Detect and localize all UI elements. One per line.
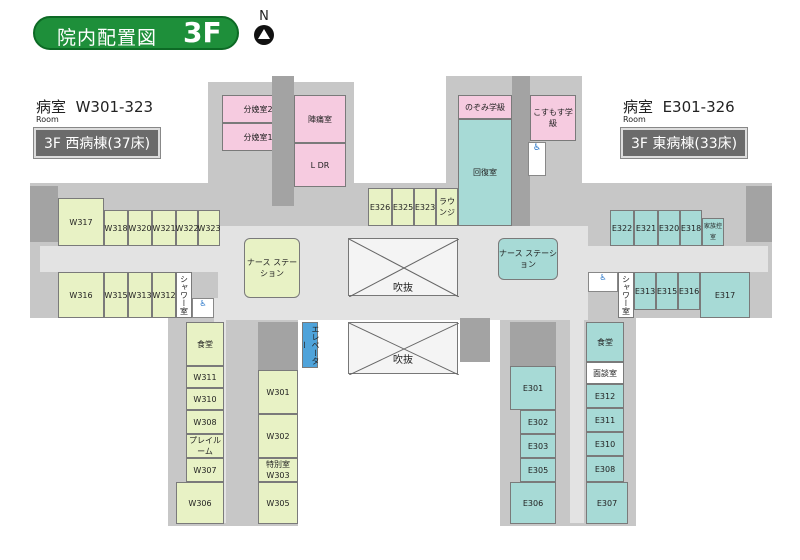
kosumosu-class: こすもす学級 bbox=[530, 95, 576, 141]
north-arrow-icon bbox=[254, 25, 274, 45]
room-w305: W305 bbox=[258, 482, 298, 524]
atrium-south-cross bbox=[349, 323, 459, 375]
room-e318: E318 bbox=[680, 210, 702, 246]
room-e315: E315 bbox=[656, 272, 678, 310]
east-room-word: 病室 bbox=[623, 98, 654, 116]
room-e320: E320 bbox=[658, 210, 680, 246]
room-w322: W322 bbox=[175, 210, 199, 246]
room-e303: E303 bbox=[520, 434, 556, 458]
room-e313: E313 bbox=[634, 272, 656, 310]
north-indicator: N bbox=[253, 10, 275, 50]
restroom-icon: ♿ bbox=[532, 143, 542, 153]
atrium-north-label: 吹抜 bbox=[393, 283, 413, 294]
playroom: プレイルーム bbox=[186, 434, 224, 458]
atrium-south-label: 吹抜 bbox=[393, 355, 413, 366]
atrium-north: 吹抜 bbox=[348, 238, 459, 297]
room-w303: W303 bbox=[266, 471, 290, 480]
east-room-en: Room bbox=[623, 115, 646, 124]
atrium-south: 吹抜 bbox=[348, 322, 459, 375]
room-w316: W316 bbox=[58, 272, 104, 318]
room-e317: E317 bbox=[700, 272, 750, 318]
west-room-label: 病室 W301-323 Room bbox=[36, 96, 153, 124]
room-w312: W312 bbox=[152, 272, 176, 318]
west-room-en: Room bbox=[36, 115, 59, 124]
labor-room: 陣痛室 bbox=[294, 95, 346, 143]
west-room-range: W301-323 bbox=[75, 98, 154, 116]
ne-restroom: ♿ bbox=[528, 142, 546, 176]
east-room-label: 病室 E301-326 Room bbox=[623, 96, 735, 124]
room-w320: W320 bbox=[128, 210, 152, 246]
elevator: エレベーター bbox=[300, 322, 320, 368]
east-room-range: E301-326 bbox=[662, 98, 735, 116]
room-e316: E316 bbox=[678, 272, 700, 310]
room-w317: W317 bbox=[58, 198, 104, 246]
special-room-w303: 特別室 W303 bbox=[258, 458, 298, 482]
room-w323: W323 bbox=[197, 210, 221, 246]
sw-service bbox=[258, 322, 298, 370]
room-e305: E305 bbox=[520, 458, 556, 482]
recovery-room: 回復室 bbox=[458, 119, 512, 226]
room-e322: E322 bbox=[610, 210, 634, 246]
east-restroom: ♿ bbox=[588, 272, 618, 292]
room-e308: E308 bbox=[586, 456, 624, 482]
se-service bbox=[510, 322, 556, 366]
east-stairs bbox=[746, 186, 772, 242]
west-room-word: 病室 bbox=[36, 98, 67, 116]
room-e326: E326 bbox=[368, 188, 392, 226]
room-e307: E307 bbox=[586, 482, 628, 524]
room-w313: W313 bbox=[128, 272, 152, 318]
room-w315: W315 bbox=[104, 272, 128, 318]
room-e323: E323 bbox=[414, 188, 436, 226]
room-e310: E310 bbox=[586, 432, 624, 456]
north-label: N bbox=[259, 9, 269, 24]
room-e302: E302 bbox=[520, 410, 556, 434]
room-e301: E301 bbox=[510, 366, 556, 410]
family-waiting-room: 家族控室 bbox=[702, 218, 724, 246]
ldr-room: L DR bbox=[294, 143, 346, 187]
room-e321: E321 bbox=[634, 210, 658, 246]
shower-room-west: シャワー室 bbox=[176, 272, 192, 318]
room-w301: W301 bbox=[258, 370, 298, 414]
lounge: ラウンジ bbox=[436, 188, 458, 226]
room-w308: W308 bbox=[186, 410, 224, 434]
dining-east: 食堂 bbox=[586, 322, 624, 362]
room-e312: E312 bbox=[586, 384, 624, 408]
shower-room-east: シャワー室 bbox=[618, 272, 634, 318]
room-e306: E306 bbox=[510, 482, 556, 524]
nurse-station-east: ナース ステーション bbox=[498, 238, 558, 280]
nw-stair-shaft bbox=[272, 76, 294, 206]
special-room-label: 特別室 bbox=[266, 460, 290, 469]
central-stairs bbox=[460, 318, 490, 362]
map-title: 院内配置図 bbox=[57, 27, 158, 49]
floor-badge: 院内配置図 3F bbox=[33, 16, 239, 50]
room-w310: W310 bbox=[186, 388, 224, 410]
atrium-north-cross bbox=[349, 239, 459, 297]
room-w307: W307 bbox=[186, 458, 224, 482]
room-w302: W302 bbox=[258, 414, 298, 458]
room-w321: W321 bbox=[152, 210, 176, 246]
west-stairs bbox=[30, 186, 58, 242]
nurse-station-west: ナース ステーション bbox=[244, 238, 300, 298]
east-ward-box: 3F 東病棟(33床) bbox=[621, 128, 748, 158]
ne-stair-shaft bbox=[512, 76, 530, 226]
room-e325: E325 bbox=[392, 188, 414, 226]
room-w318: W318 bbox=[104, 210, 128, 246]
nozomi-class: のぞみ学級 bbox=[458, 95, 512, 119]
dining-west: 食堂 bbox=[186, 322, 224, 366]
west-ward-box: 3F 西病棟(37床) bbox=[34, 128, 161, 158]
room-w311: W311 bbox=[186, 366, 224, 388]
room-w306: W306 bbox=[176, 482, 224, 524]
room-e311: E311 bbox=[586, 408, 624, 432]
east-corridor bbox=[570, 298, 584, 523]
floor-number: 3F bbox=[183, 16, 222, 49]
restroom-icon: ♿ bbox=[599, 273, 607, 282]
wheelchair-icon: ♿ bbox=[199, 299, 207, 308]
consultation-room: 面談室 bbox=[586, 362, 624, 384]
west-restroom: ♿ bbox=[192, 298, 214, 318]
